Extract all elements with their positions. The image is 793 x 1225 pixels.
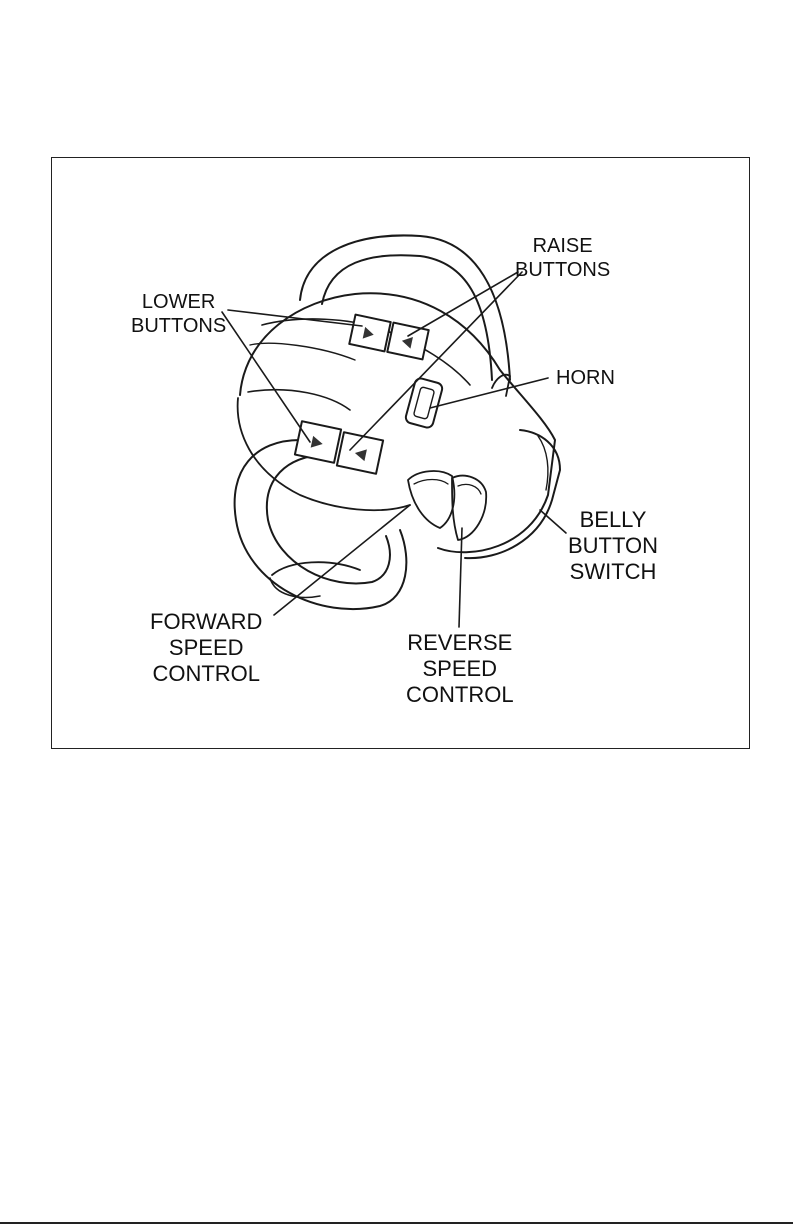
horn-label: HORN — [556, 366, 615, 390]
forward-speed-control-label: FORWARD SPEED CONTROL — [150, 609, 262, 687]
raise-buttons-label: RAISE BUTTONS — [515, 234, 610, 282]
horn-button — [405, 377, 444, 429]
top-button-pair — [349, 315, 428, 360]
lower-buttons-label: LOWER BUTTONS — [131, 290, 226, 338]
page-bottom-rule — [0, 1222, 793, 1224]
belly-button-switch-label: BELLY BUTTON SWITCH — [568, 507, 658, 585]
speed-control-wheels — [408, 471, 486, 540]
upper-handle-loop — [300, 235, 510, 380]
reverse-speed-control-label: REVERSE SPEED CONTROL — [406, 630, 514, 708]
